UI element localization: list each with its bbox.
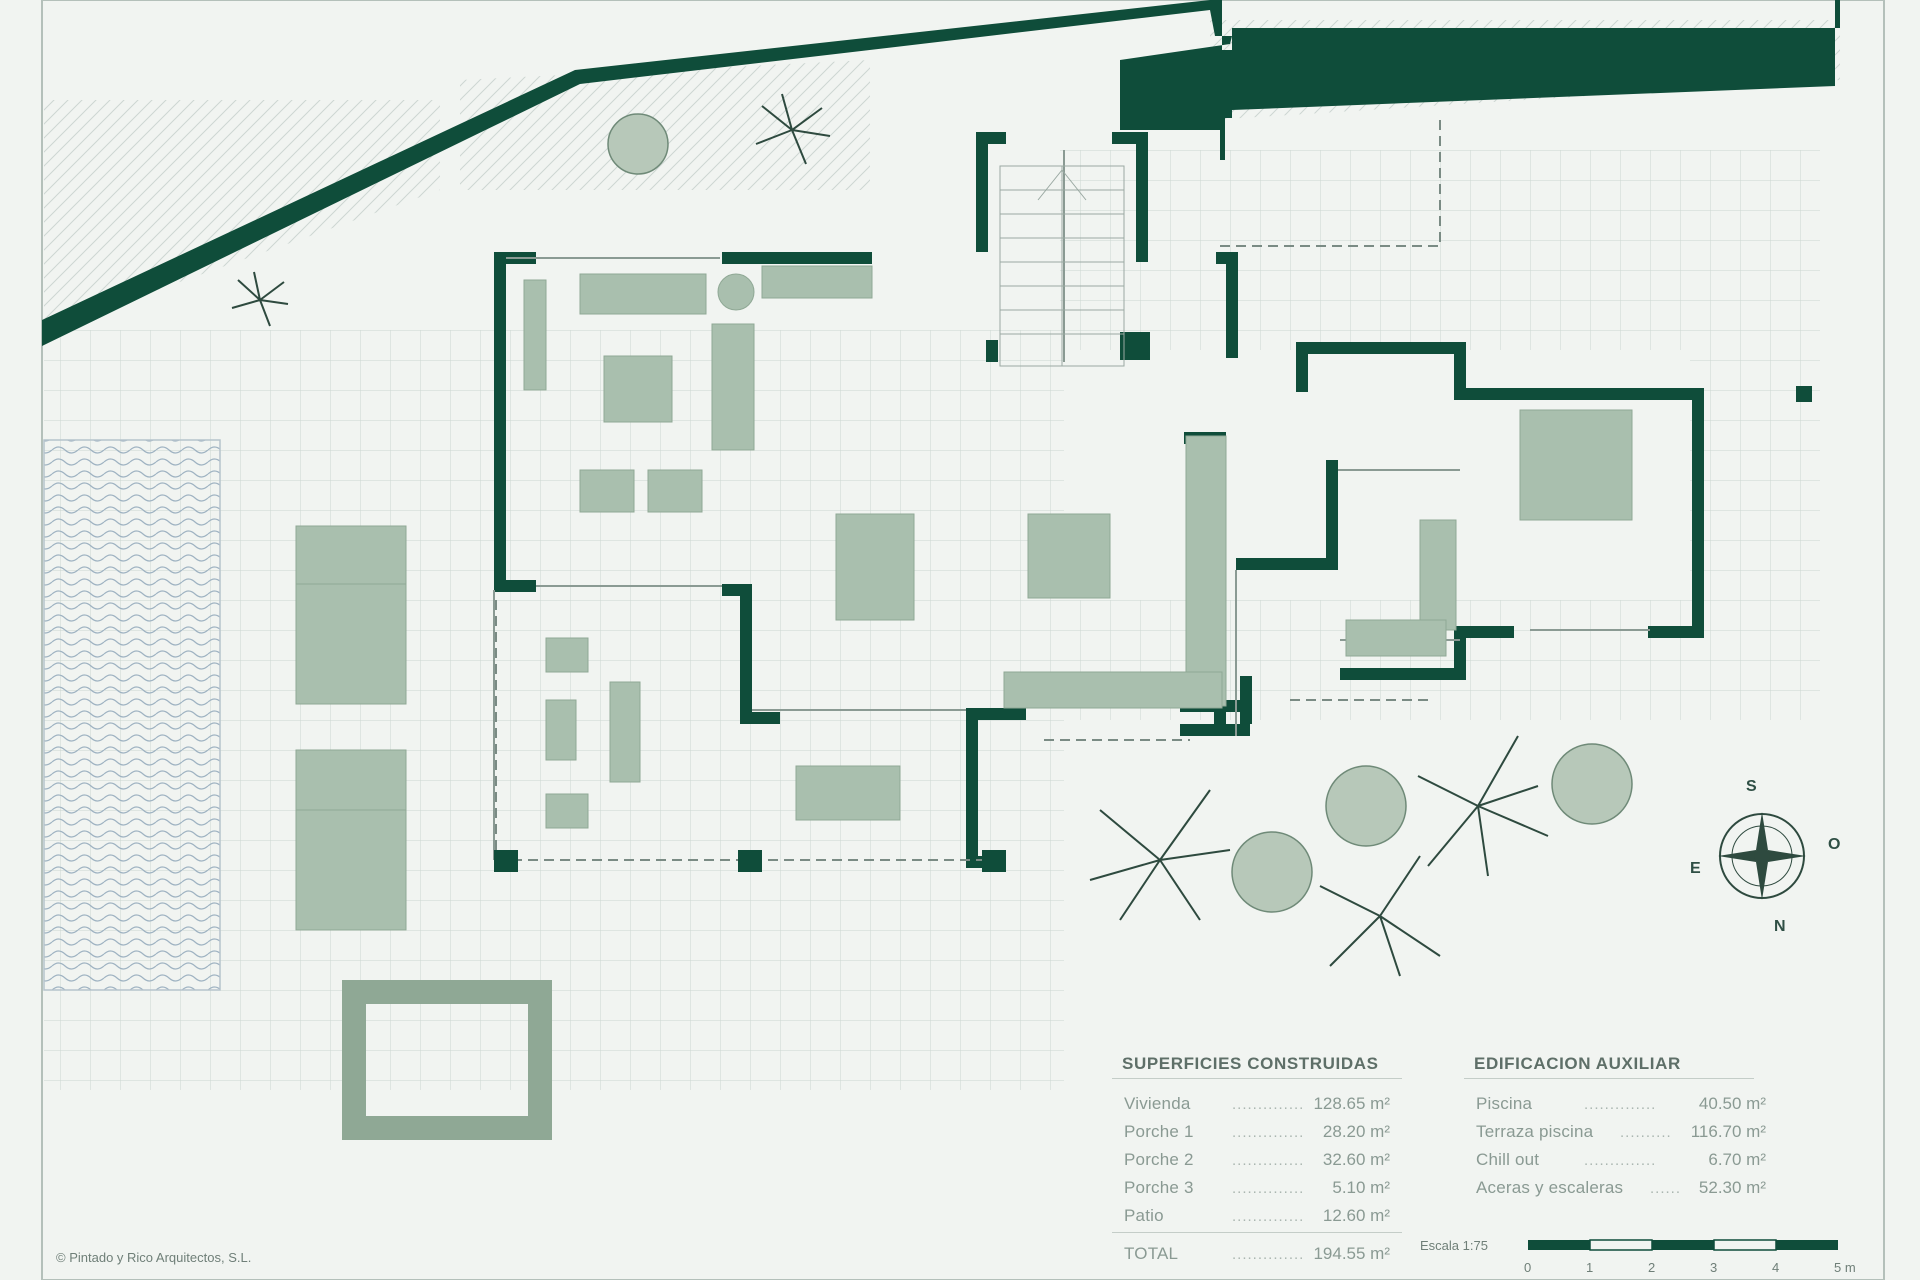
scale-label: Escala 1:75 [1420, 1238, 1488, 1253]
sofa [711, 323, 755, 451]
scale-tick: 0 [1524, 1260, 1532, 1275]
chill-out-bench [342, 980, 552, 1140]
staircase [999, 165, 1125, 367]
interior-lines [493, 150, 1650, 860]
kitchen-table [1027, 513, 1111, 599]
bathtub [1345, 619, 1447, 657]
leader-dots: .............. [1584, 1152, 1657, 1169]
tv-unit [523, 279, 547, 391]
surfaces-row-label: Porche 1 [1124, 1122, 1194, 1141]
surfaces-row-value: 5.10 m² [1332, 1178, 1390, 1197]
leader-dots: .............. [1232, 1096, 1305, 1113]
scale-tick: 4 [1772, 1260, 1780, 1275]
scale-tick: 3 [1710, 1260, 1718, 1275]
auxiliary-row-label: Aceras y escaleras [1476, 1178, 1624, 1197]
furniture [295, 265, 1633, 1140]
sunbed-cover [295, 583, 407, 705]
surfaces-total-label: TOTAL [1124, 1244, 1179, 1263]
surfaces-title-rule [1112, 1078, 1402, 1079]
palm-trees [231, 93, 1549, 977]
kitchen-counter [1185, 435, 1227, 707]
auxiliary-row-value: 40.50 m² [1698, 1094, 1766, 1113]
surfaces-row-label: Porche 3 [1124, 1178, 1194, 1197]
porch-outlines [495, 120, 1441, 861]
sideboard [761, 265, 873, 299]
leader-dots: .............. [1584, 1096, 1657, 1113]
round-shrub [1231, 831, 1313, 913]
auxiliary-row-value: 116.70 m² [1690, 1122, 1766, 1141]
scale-bar [1528, 1239, 1838, 1251]
coffee-table [603, 355, 673, 423]
porch-dining-table [795, 765, 901, 821]
compass-west-label: O [1828, 836, 1841, 853]
compass-east-label: E [1690, 860, 1701, 877]
surfaces-row-label: Patio [1124, 1206, 1164, 1225]
auxiliary-row-label: Piscina [1476, 1094, 1533, 1113]
round-shrub [1551, 743, 1633, 825]
swimming-pool [43, 439, 221, 991]
armchair [579, 469, 635, 513]
boundary-wall [42, 0, 1840, 346]
auxiliary-row-label: Chill out [1476, 1150, 1540, 1169]
surfaces-row-label: Porche 2 [1124, 1150, 1194, 1169]
surfaces-total-rule [1112, 1232, 1402, 1233]
scale-tick: 1 [1586, 1260, 1594, 1275]
lounge-seat [545, 699, 577, 761]
leader-dots: .............. [1232, 1246, 1305, 1263]
compass-rose [1718, 812, 1806, 900]
leader-dots: .............. [1232, 1208, 1305, 1225]
auxiliary-row-value: 6.70 m² [1708, 1150, 1766, 1169]
auxiliary-row-label: Terraza piscina [1476, 1122, 1594, 1141]
armchair [647, 469, 703, 513]
compass-north-label: N [1774, 918, 1786, 935]
surfaces-row-value: 32.60 m² [1322, 1150, 1390, 1169]
leader-dots: .............. [1232, 1180, 1305, 1197]
sheet-border [41, 0, 1885, 1280]
surfaces-row-value: 128.65 m² [1313, 1094, 1390, 1113]
compass-south-label: S [1746, 778, 1757, 795]
surfaces-title: SUPERFICIES CONSTRUIDAS [1122, 1054, 1379, 1073]
surfaces-row-label: Vivienda [1124, 1094, 1191, 1113]
surfaces-row-value: 28.20 m² [1322, 1122, 1390, 1141]
dining-table [835, 513, 915, 621]
leader-dots: .......... [1620, 1124, 1672, 1141]
auxiliary-row-value: 52.30 m² [1698, 1178, 1766, 1197]
scale-tick: 5 m [1834, 1260, 1856, 1275]
lounge-sofa [609, 681, 641, 783]
kitchen-counter [1003, 671, 1223, 709]
auxiliary-title: EDIFICACION AUXILIAR [1474, 1054, 1681, 1073]
side-table [717, 273, 755, 311]
bed [1519, 409, 1633, 521]
scale-tick: 2 [1648, 1260, 1656, 1275]
copyright-text: Pintado y Rico Arquitectos, S.L. [69, 1250, 252, 1265]
copyright-icon: © [56, 1250, 66, 1265]
bathroom-vanity [1419, 519, 1457, 631]
leader-dots: .............. [1232, 1152, 1305, 1169]
surfaces-row-value: 12.60 m² [1322, 1206, 1390, 1225]
surfaces-total-value: 194.55 m² [1313, 1244, 1390, 1263]
chair [545, 637, 589, 673]
round-shrub [607, 113, 669, 175]
sofa [579, 273, 707, 315]
porch-columns [494, 850, 1006, 872]
garden-plants [607, 113, 1633, 913]
auxiliary-title-rule [1464, 1078, 1754, 1079]
copyright-note: © Pintado y Rico Arquitectos, S.L. [56, 1250, 251, 1265]
leader-dots: ...... [1650, 1180, 1682, 1197]
round-shrub [1325, 765, 1407, 847]
chair [545, 793, 589, 829]
sunbed-cover [295, 809, 407, 931]
leader-dots: .............. [1232, 1124, 1305, 1141]
